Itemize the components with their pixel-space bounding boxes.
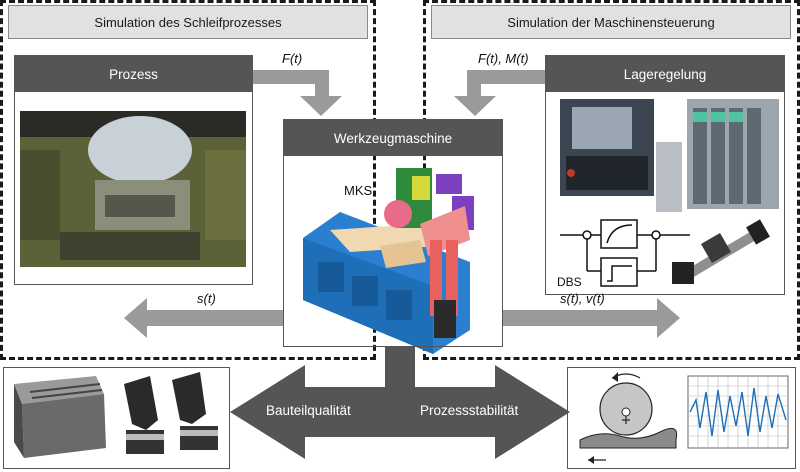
process-box: Prozess [14,55,253,285]
process-photo [20,111,246,267]
signal-force-left: F(t) [282,51,303,66]
position-control-title: Lageregelung [546,56,784,92]
label-process-stability: Prozessstabilität [420,403,519,418]
arrow-s-left [124,298,283,338]
signal-force-torque-right: F(t), M(t) [478,51,529,66]
panel-title-control: Simulation der Maschinensteuerung [431,5,791,39]
arrow-quality-stability [230,346,570,459]
label-mks: MKS [344,183,373,198]
stability-box [567,367,796,469]
arrow-sv-right [503,298,680,338]
machine-tool-box: Werkzeugmaschine [283,119,503,347]
panel-title-grinding: Simulation des Schleifprozesses [8,5,368,39]
controller-photo [560,99,779,212]
workpiece-photo [14,372,218,458]
signal-displacement-velocity-right: s(t), v(t) [560,291,605,306]
ball-screw [672,219,770,284]
label-part-quality: Bauteilqualität [266,403,351,418]
panel-grinding-simulation [0,0,376,360]
stability-sketch [579,372,789,464]
process-title: Prozess [15,56,252,92]
arrow-force-right [454,70,545,116]
signal-displacement-left: s(t) [197,291,216,306]
label-dbs: DBS [557,275,582,289]
position-control-box: Lageregelung [545,55,785,295]
machine-model [303,168,474,354]
control-loop-diagram [560,219,690,287]
arrow-force-left [253,70,342,116]
workpiece-box [3,367,230,469]
machine-tool-title: Werkzeugmaschine [284,120,502,156]
